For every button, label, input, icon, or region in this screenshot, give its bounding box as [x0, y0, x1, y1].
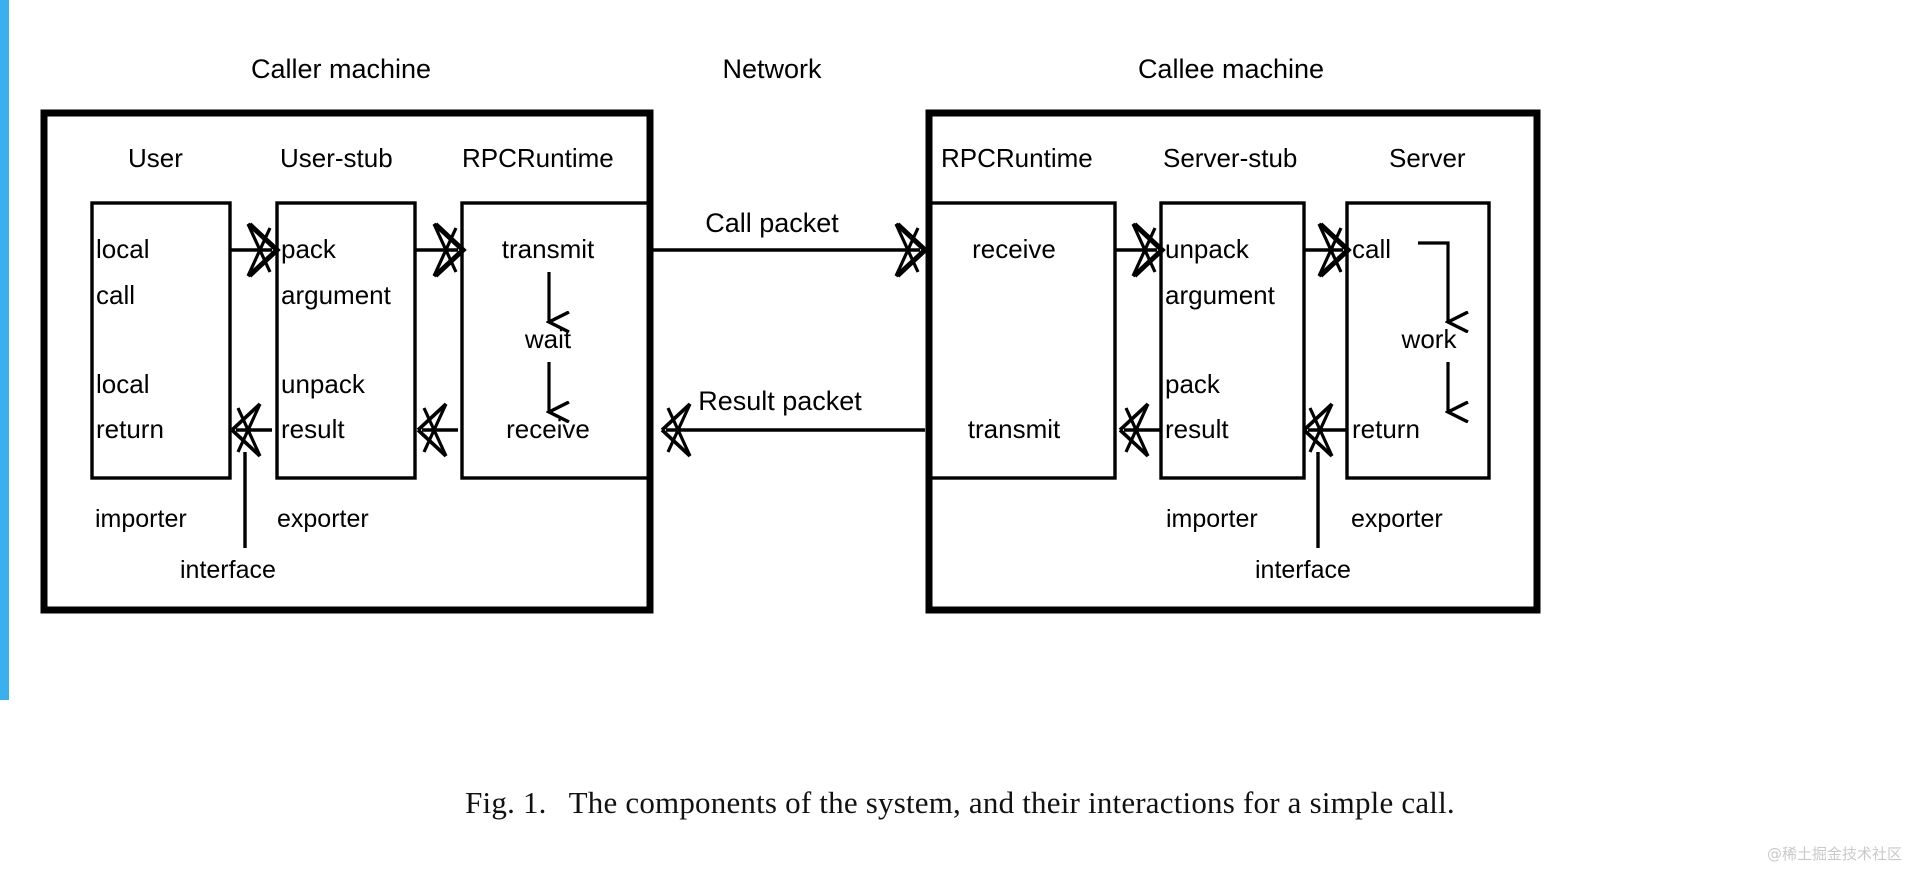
- callee-rt-line-2: transmit: [968, 414, 1061, 444]
- caller-user-line-1: local: [96, 234, 149, 264]
- caller-interface-label: interface: [180, 556, 276, 584]
- site-watermark: @稀土掘金技术社区: [1766, 845, 1902, 863]
- caller-stub-line-2: argument: [281, 280, 392, 310]
- call-packet-label: Call packet: [705, 208, 839, 238]
- callee-stub-line-1: unpack: [1165, 234, 1250, 264]
- callee-col-heading-rpcruntime: RPCRuntime: [941, 143, 1093, 173]
- caller-stub-line-1: pack: [281, 234, 337, 264]
- rpc-system-diagram: Caller machine Network Callee machine Us…: [40, 54, 1541, 614]
- caller-user-line-4: return: [96, 414, 164, 444]
- callee-col-heading-server-stub: Server-stub: [1163, 143, 1297, 173]
- callee-stub-line-3: pack: [1165, 369, 1221, 399]
- caller-rt-line-1: transmit: [502, 234, 595, 264]
- page-accent-bar: [0, 0, 9, 700]
- server-call-elbow: [1418, 241, 1450, 278]
- caller-machine-box: [40, 109, 654, 614]
- caller-user-box: [90, 201, 232, 480]
- caller-machine-title: Caller machine: [251, 54, 431, 84]
- figure-caption: Fig. 1. The components of the system, and…: [0, 785, 1920, 821]
- caller-rt-line-3: receive: [506, 414, 590, 444]
- caller-stub-line-3: unpack: [281, 369, 366, 399]
- callee-rpcruntime-box: [928, 201, 1117, 480]
- callee-server-box: [1345, 201, 1491, 480]
- callee-server-line-3: return: [1352, 414, 1420, 444]
- caller-col-heading-rpcruntime: RPCRuntime: [462, 143, 614, 173]
- figure-caption-number: Fig. 1.: [465, 785, 547, 820]
- caller-exporter-label: exporter: [277, 505, 369, 533]
- callee-col-heading-server: Server: [1389, 143, 1466, 173]
- figure-caption-text: The components of the system, and their …: [568, 785, 1455, 820]
- caller-col-heading-user-stub: User-stub: [280, 143, 393, 173]
- caller-user-stub-box: [275, 201, 417, 480]
- caller-rt-line-2: wait: [524, 324, 572, 354]
- callee-exporter-label: exporter: [1351, 505, 1443, 533]
- result-packet-label: Result packet: [698, 386, 862, 416]
- network-title: Network: [722, 54, 822, 84]
- callee-server-stub-box: [1159, 201, 1306, 480]
- caller-user-line-2: call: [96, 280, 135, 310]
- caller-rpcruntime-box: [460, 201, 652, 480]
- caller-importer-label: importer: [95, 505, 187, 533]
- callee-stub-line-2: argument: [1165, 280, 1276, 310]
- callee-stub-line-4: result: [1165, 414, 1229, 444]
- callee-importer-label: importer: [1166, 505, 1258, 533]
- callee-rt-line-1: receive: [972, 234, 1056, 264]
- callee-machine-box: [925, 109, 1541, 614]
- callee-server-line-1: call: [1352, 234, 1391, 264]
- caller-col-heading-user: User: [128, 143, 183, 173]
- callee-machine-title: Callee machine: [1138, 54, 1324, 84]
- callee-server-line-2: work: [1401, 324, 1458, 354]
- caller-stub-line-4: result: [281, 414, 345, 444]
- callee-interface-label: interface: [1255, 556, 1351, 584]
- caller-user-line-3: local: [96, 369, 149, 399]
